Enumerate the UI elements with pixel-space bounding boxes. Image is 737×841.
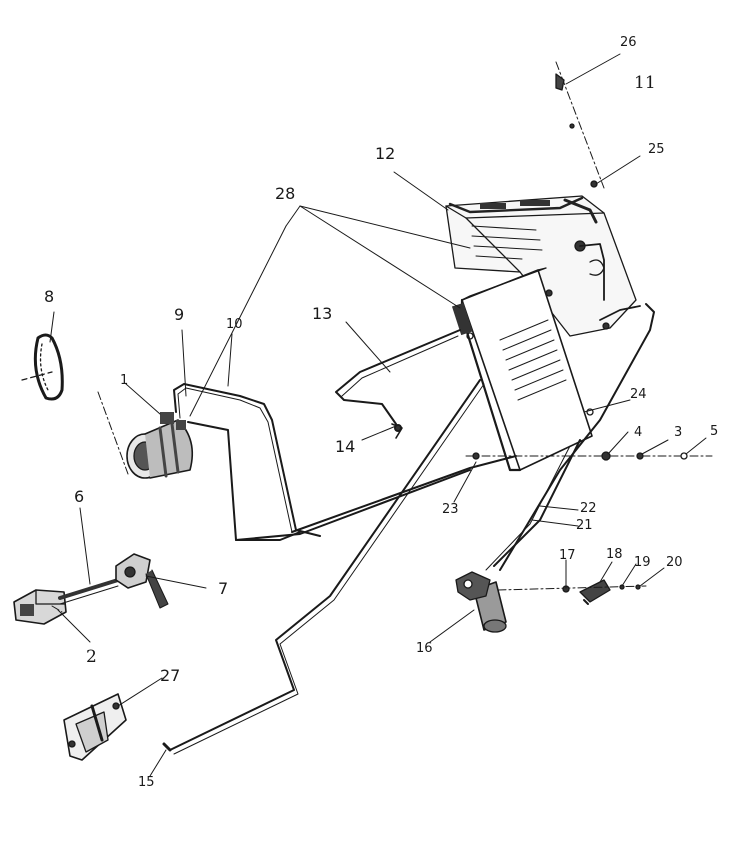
mounting-bracket: [13, 578, 120, 625]
fasteners: [472, 73, 688, 593]
callout-14: 14: [335, 437, 356, 456]
handwritten-mark: 11: [634, 73, 656, 93]
callout-13: 13: [312, 304, 333, 323]
callout-17: 17: [559, 548, 576, 563]
callout-5: 5: [710, 424, 719, 439]
evaporator-housing: [445, 195, 641, 337]
callout-25: 25: [648, 142, 665, 157]
callout-27: 27: [160, 666, 181, 685]
callout-21: 21: [576, 518, 593, 533]
callout-23: 23: [442, 502, 459, 517]
callout-9: 9: [174, 305, 185, 324]
receiver-drier: [455, 571, 507, 633]
callout-20: 20: [666, 555, 683, 570]
callout-26: 26: [620, 35, 637, 50]
callout-2: 2: [86, 647, 97, 667]
refrigerant-lines: [162, 303, 655, 755]
compressor: [126, 412, 194, 479]
mount-plate: [63, 693, 127, 761]
leader-lines: [49, 53, 707, 777]
callout-10: 10: [226, 317, 243, 332]
callout-15: 15: [138, 775, 155, 790]
callout-12: 12: [375, 144, 396, 163]
callout-22: 22: [580, 501, 597, 516]
callout-1: 1: [120, 373, 129, 388]
callout-3: 3: [674, 425, 683, 440]
callout-19: 19: [634, 555, 651, 570]
condenser-panel: [451, 267, 594, 472]
callout-8: 8: [44, 287, 55, 306]
callout-7: 7: [218, 579, 229, 598]
callout-16: 16: [416, 641, 433, 656]
callout-18: 18: [606, 547, 623, 562]
pressure-switch: [579, 579, 611, 605]
callout-4: 4: [634, 425, 643, 440]
callout-6: 6: [74, 487, 85, 506]
drive-belt: [21, 333, 64, 401]
callout-28: 28: [275, 184, 296, 203]
callout-24: 24: [630, 387, 647, 402]
tension-bolt: [115, 553, 169, 609]
